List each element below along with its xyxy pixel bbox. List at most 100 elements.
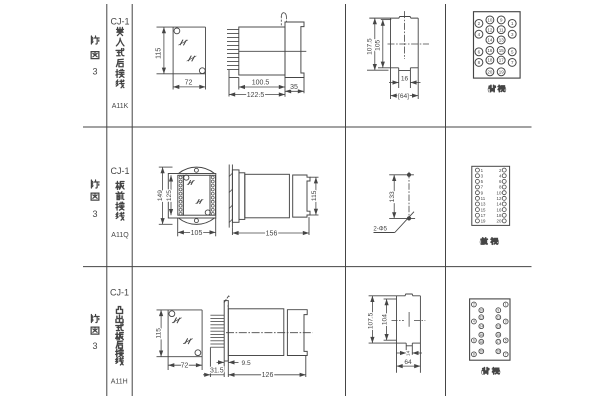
svg-text:16: 16 [401,75,409,82]
svg-text:(: ( [481,368,484,375]
svg-text:105: 105 [191,230,203,237]
svg-text:CJ-1: CJ-1 [110,287,129,297]
svg-text:11: 11 [481,196,486,201]
svg-text:3: 3 [511,32,514,37]
svg-text:A11Q: A11Q [111,232,129,239]
svg-text:5: 5 [505,339,507,343]
svg-text:12: 12 [497,196,502,201]
svg-text:6: 6 [499,179,502,184]
svg-text:17: 17 [481,213,486,218]
svg-text:5: 5 [511,49,514,54]
svg-text:18: 18 [497,213,502,218]
svg-text:): ) [497,239,499,246]
svg-text:149: 149 [157,190,164,201]
svg-text:15: 15 [481,207,486,212]
svg-text:9: 9 [497,308,499,312]
svg-text:CJ-1: CJ-1 [110,166,129,176]
svg-text:115: 115 [311,190,318,201]
svg-text:4: 4 [473,320,475,324]
svg-text:2: 2 [478,21,481,26]
svg-text:18: 18 [479,340,483,344]
svg-text:16: 16 [479,333,483,337]
svg-text:19: 19 [496,350,500,354]
svg-text:12: 12 [479,315,483,319]
svg-text:7: 7 [505,353,507,357]
svg-text:15: 15 [496,333,500,337]
svg-text:10: 10 [479,308,483,312]
svg-text:115: 115 [155,48,162,59]
svg-text:9: 9 [500,18,503,23]
svg-text:72: 72 [185,79,193,86]
svg-text:8: 8 [478,60,481,65]
svg-text:2: 2 [499,168,502,173]
svg-text:100.5: 100.5 [252,79,270,86]
svg-text:1: 1 [511,21,514,26]
svg-text:115: 115 [156,328,163,339]
svg-text:20: 20 [479,350,483,354]
svg-text:122.5: 122.5 [247,92,265,99]
svg-text:2: 2 [473,303,475,307]
svg-text:(: ( [487,86,490,93]
svg-text:): ) [499,368,501,375]
svg-text:4: 4 [499,173,502,178]
svg-text:6: 6 [473,339,475,343]
svg-text:A11K: A11K [112,103,129,110]
svg-text:6: 6 [478,49,481,54]
svg-text:7: 7 [481,185,484,190]
svg-text:13: 13 [496,324,500,328]
svg-text:20: 20 [487,69,493,74]
svg-text:[64]: [64] [398,93,409,100]
svg-text:3: 3 [92,209,97,219]
svg-text:4: 4 [478,32,481,37]
svg-text:10: 10 [497,190,502,195]
svg-text:8: 8 [473,353,475,357]
svg-text:7: 7 [511,60,514,65]
svg-text:16: 16 [497,207,502,212]
svg-text:(: ( [479,239,482,246]
svg-text:104: 104 [382,314,389,325]
svg-text:133: 133 [389,191,396,202]
svg-text:1: 1 [481,168,484,173]
svg-text:35: 35 [290,84,298,91]
svg-text:10: 10 [487,18,493,23]
svg-text:8: 8 [499,185,502,190]
svg-text:156: 156 [266,230,278,237]
svg-text:14: 14 [497,202,502,207]
svg-text:14: 14 [487,38,493,43]
svg-text:17: 17 [496,340,500,344]
svg-text:12: 12 [487,27,493,32]
svg-text:14: 14 [406,350,412,356]
svg-text:126: 126 [262,372,274,379]
svg-text:3: 3 [92,341,97,351]
svg-text:A11H: A11H [111,379,128,386]
svg-text:107.5: 107.5 [367,312,374,329]
svg-text:3: 3 [505,320,507,324]
svg-text:1: 1 [505,303,507,307]
svg-text:64: 64 [404,359,412,366]
svg-text:3: 3 [481,173,484,178]
svg-text:14: 14 [479,324,483,328]
svg-text:11: 11 [497,315,501,319]
svg-text:72: 72 [181,362,189,369]
svg-text:): ) [504,86,506,93]
svg-text:9: 9 [481,190,484,195]
svg-text:19: 19 [481,219,486,224]
svg-text:17: 17 [499,58,505,63]
svg-text:16: 16 [487,48,493,53]
svg-text:125: 125 [166,190,173,201]
svg-text:2-Φ5: 2-Φ5 [373,226,387,233]
svg-text:13: 13 [481,202,486,207]
svg-text:31.5: 31.5 [210,367,224,374]
svg-text:18: 18 [487,58,493,63]
svg-text:107.5: 107.5 [366,38,373,55]
svg-text:105: 105 [375,39,382,50]
svg-text:5: 5 [481,179,484,184]
svg-text:11: 11 [499,27,504,32]
svg-text:20: 20 [497,219,502,224]
svg-text:CJ-1: CJ-1 [110,17,129,27]
svg-text:15: 15 [499,48,505,53]
svg-text:9.5: 9.5 [242,360,251,367]
svg-text:3: 3 [92,67,97,77]
svg-text:19: 19 [499,69,505,74]
svg-text:13: 13 [499,38,505,43]
